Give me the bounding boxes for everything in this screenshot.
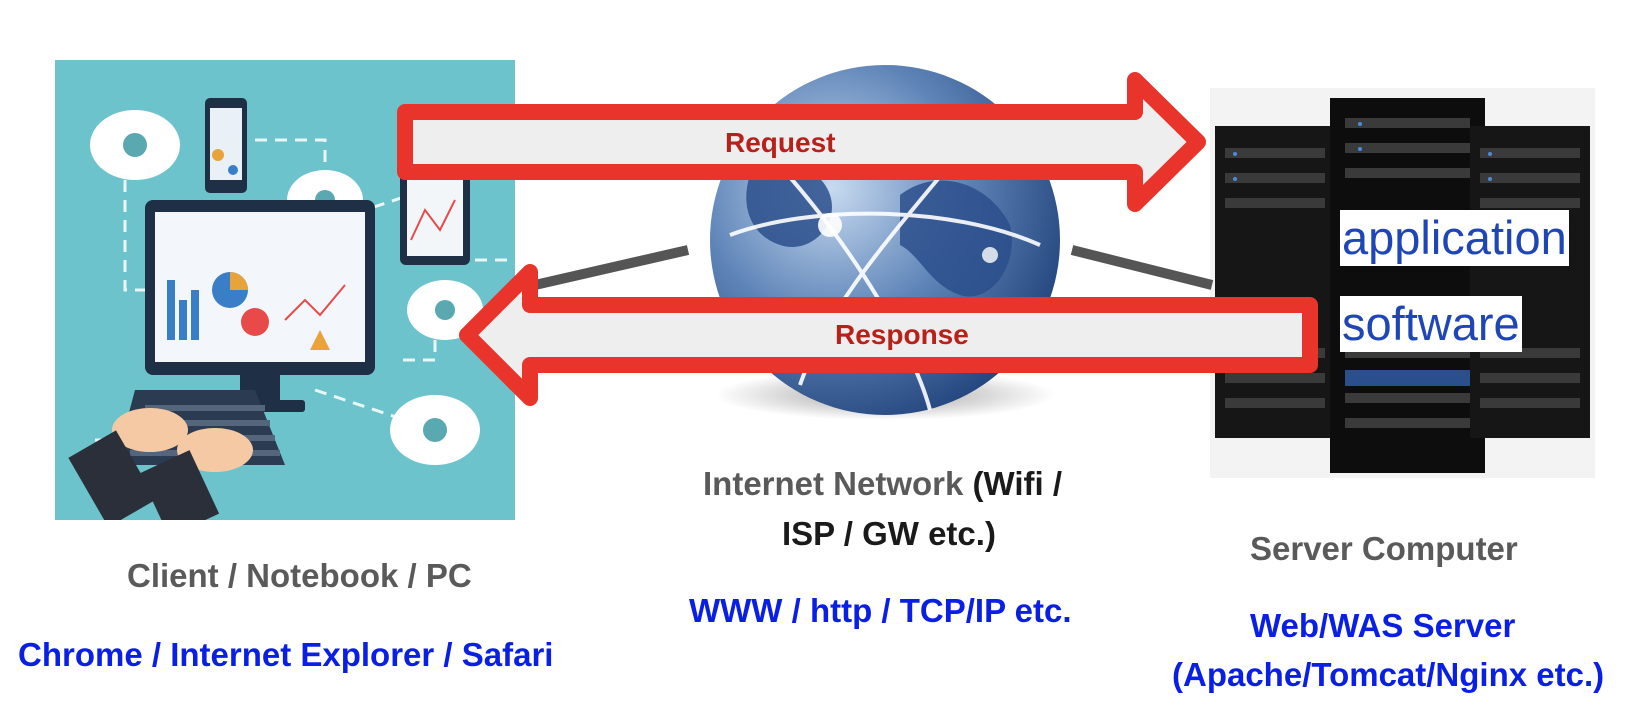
client-globe-connector <box>533 245 690 290</box>
server-software-line1: Web/WAS Server <box>1250 607 1516 644</box>
app-software-line2: software <box>1340 296 1522 352</box>
request-label: Request <box>725 127 836 158</box>
server-illustration <box>1210 88 1595 478</box>
request-arrow <box>397 72 1206 212</box>
client-software-label: Chrome / Internet Explorer / Safari <box>18 636 554 673</box>
server-software-line2: (Apache/Tomcat/Nginx etc.) <box>1172 656 1605 693</box>
server-label: Server Computer <box>1250 530 1518 567</box>
client-label: Client / Notebook / PC <box>127 557 472 594</box>
network-label: Internet Network (Wifi / <box>703 465 1062 503</box>
globe-server-connector <box>1070 245 1214 290</box>
network-label-main: Internet Network <box>703 465 964 502</box>
app-software-line1: application <box>1340 210 1569 266</box>
response-arrow <box>459 264 1318 406</box>
network-label-line2: ISP / GW etc.) <box>782 515 996 552</box>
network-label-paren: (Wifi / <box>972 465 1063 502</box>
response-label: Response <box>835 319 969 350</box>
network-protocols-label: WWW / http / TCP/IP etc. <box>689 592 1072 629</box>
